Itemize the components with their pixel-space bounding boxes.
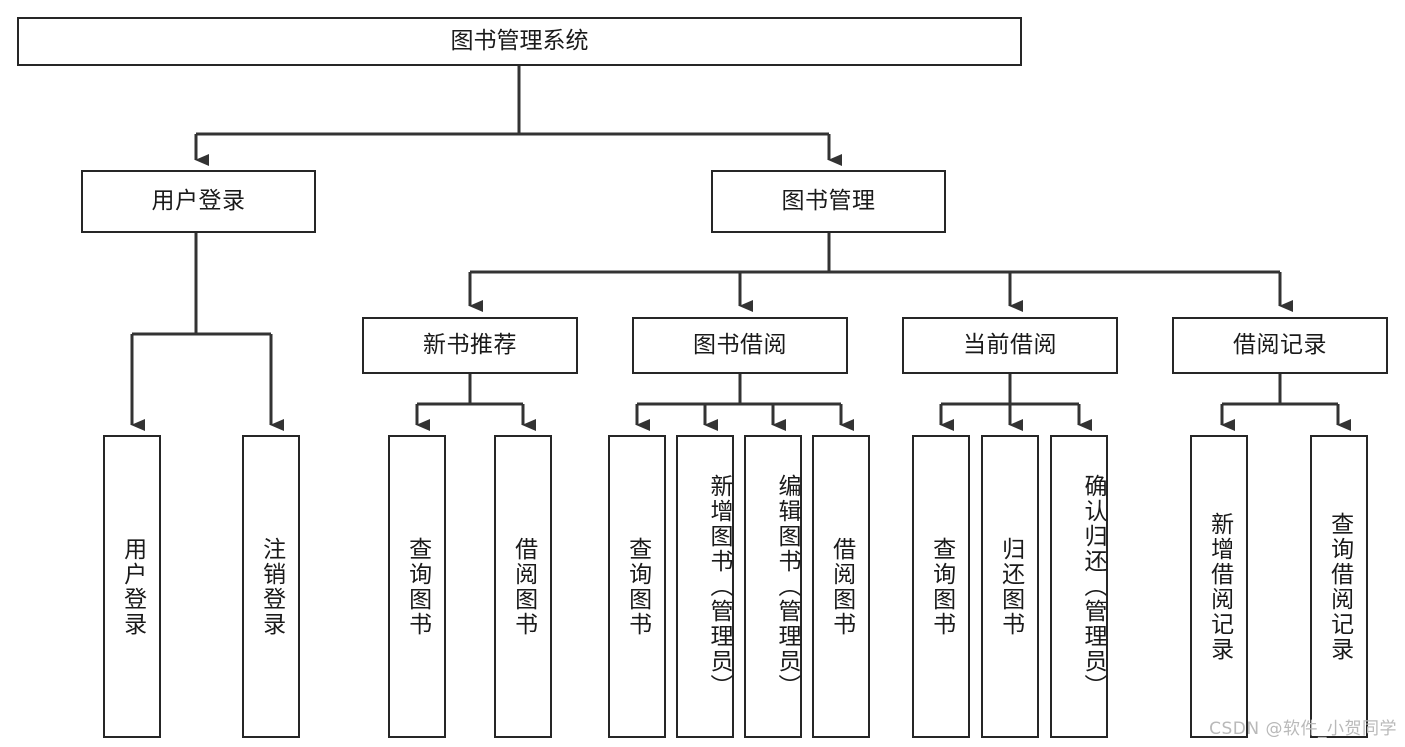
node-book-borrow[interactable]: 图书借阅 xyxy=(632,317,848,374)
leaf-query-book-borrow[interactable]: 查询图书 xyxy=(608,435,666,738)
leaf-return-book-label: 归还图书 xyxy=(997,536,1024,637)
leaf-query-book-current[interactable]: 查询图书 xyxy=(912,435,970,738)
node-root-label: 图书管理系统 xyxy=(450,27,589,54)
node-book-management-label: 图书管理 xyxy=(781,187,876,214)
leaf-edit-book[interactable]: 编辑图书（管理员） xyxy=(744,435,802,738)
leaf-borrow-book-recommend[interactable]: 借阅图书 xyxy=(494,435,552,738)
leaf-query-book-recommend[interactable]: 查询图书 xyxy=(388,435,446,738)
node-book-management[interactable]: 图书管理 xyxy=(711,170,946,233)
node-current-borrow-label: 当前借阅 xyxy=(963,331,1057,358)
node-new-book-recommend[interactable]: 新书推荐 xyxy=(362,317,578,374)
node-current-borrow[interactable]: 当前借阅 xyxy=(902,317,1118,374)
leaf-confirm-return[interactable]: 确认归还（管理员） xyxy=(1050,435,1108,738)
leaf-user-logout-label: 注销登录 xyxy=(258,536,285,637)
leaf-confirm-return-label: 确认归还（管理员） xyxy=(1080,474,1106,699)
leaf-add-borrow-record[interactable]: 新增借阅记录 xyxy=(1190,435,1248,738)
leaf-edit-book-label: 编辑图书（管理员） xyxy=(774,474,800,699)
leaf-query-borrow-record[interactable]: 查询借阅记录 xyxy=(1310,435,1368,738)
leaf-user-login[interactable]: 用户登录 xyxy=(103,435,161,738)
leaf-query-book-recommend-label: 查询图书 xyxy=(404,536,431,637)
leaf-add-borrow-record-label: 新增借阅记录 xyxy=(1206,511,1233,662)
node-user-login-label: 用户登录 xyxy=(151,187,246,214)
leaf-query-borrow-record-label: 查询借阅记录 xyxy=(1326,511,1353,662)
leaf-borrow-book-recommend-label: 借阅图书 xyxy=(510,536,537,637)
leaf-user-logout[interactable]: 注销登录 xyxy=(242,435,300,738)
node-new-book-recommend-label: 新书推荐 xyxy=(423,331,517,358)
leaf-query-book-borrow-label: 查询图书 xyxy=(624,536,651,637)
leaf-borrow-book-label: 借阅图书 xyxy=(828,536,855,637)
leaf-query-book-current-label: 查询图书 xyxy=(928,536,955,637)
leaf-return-book[interactable]: 归还图书 xyxy=(981,435,1039,738)
node-book-borrow-label: 图书借阅 xyxy=(693,331,787,358)
leaf-add-book[interactable]: 新增图书（管理员） xyxy=(676,435,734,738)
node-root[interactable]: 图书管理系统 xyxy=(17,17,1022,66)
leaf-borrow-book[interactable]: 借阅图书 xyxy=(812,435,870,738)
node-user-login[interactable]: 用户登录 xyxy=(81,170,316,233)
leaf-add-book-label: 新增图书（管理员） xyxy=(706,474,732,699)
node-borrow-record-label: 借阅记录 xyxy=(1233,331,1327,358)
leaf-user-login-label: 用户登录 xyxy=(119,536,146,637)
node-borrow-record[interactable]: 借阅记录 xyxy=(1172,317,1388,374)
